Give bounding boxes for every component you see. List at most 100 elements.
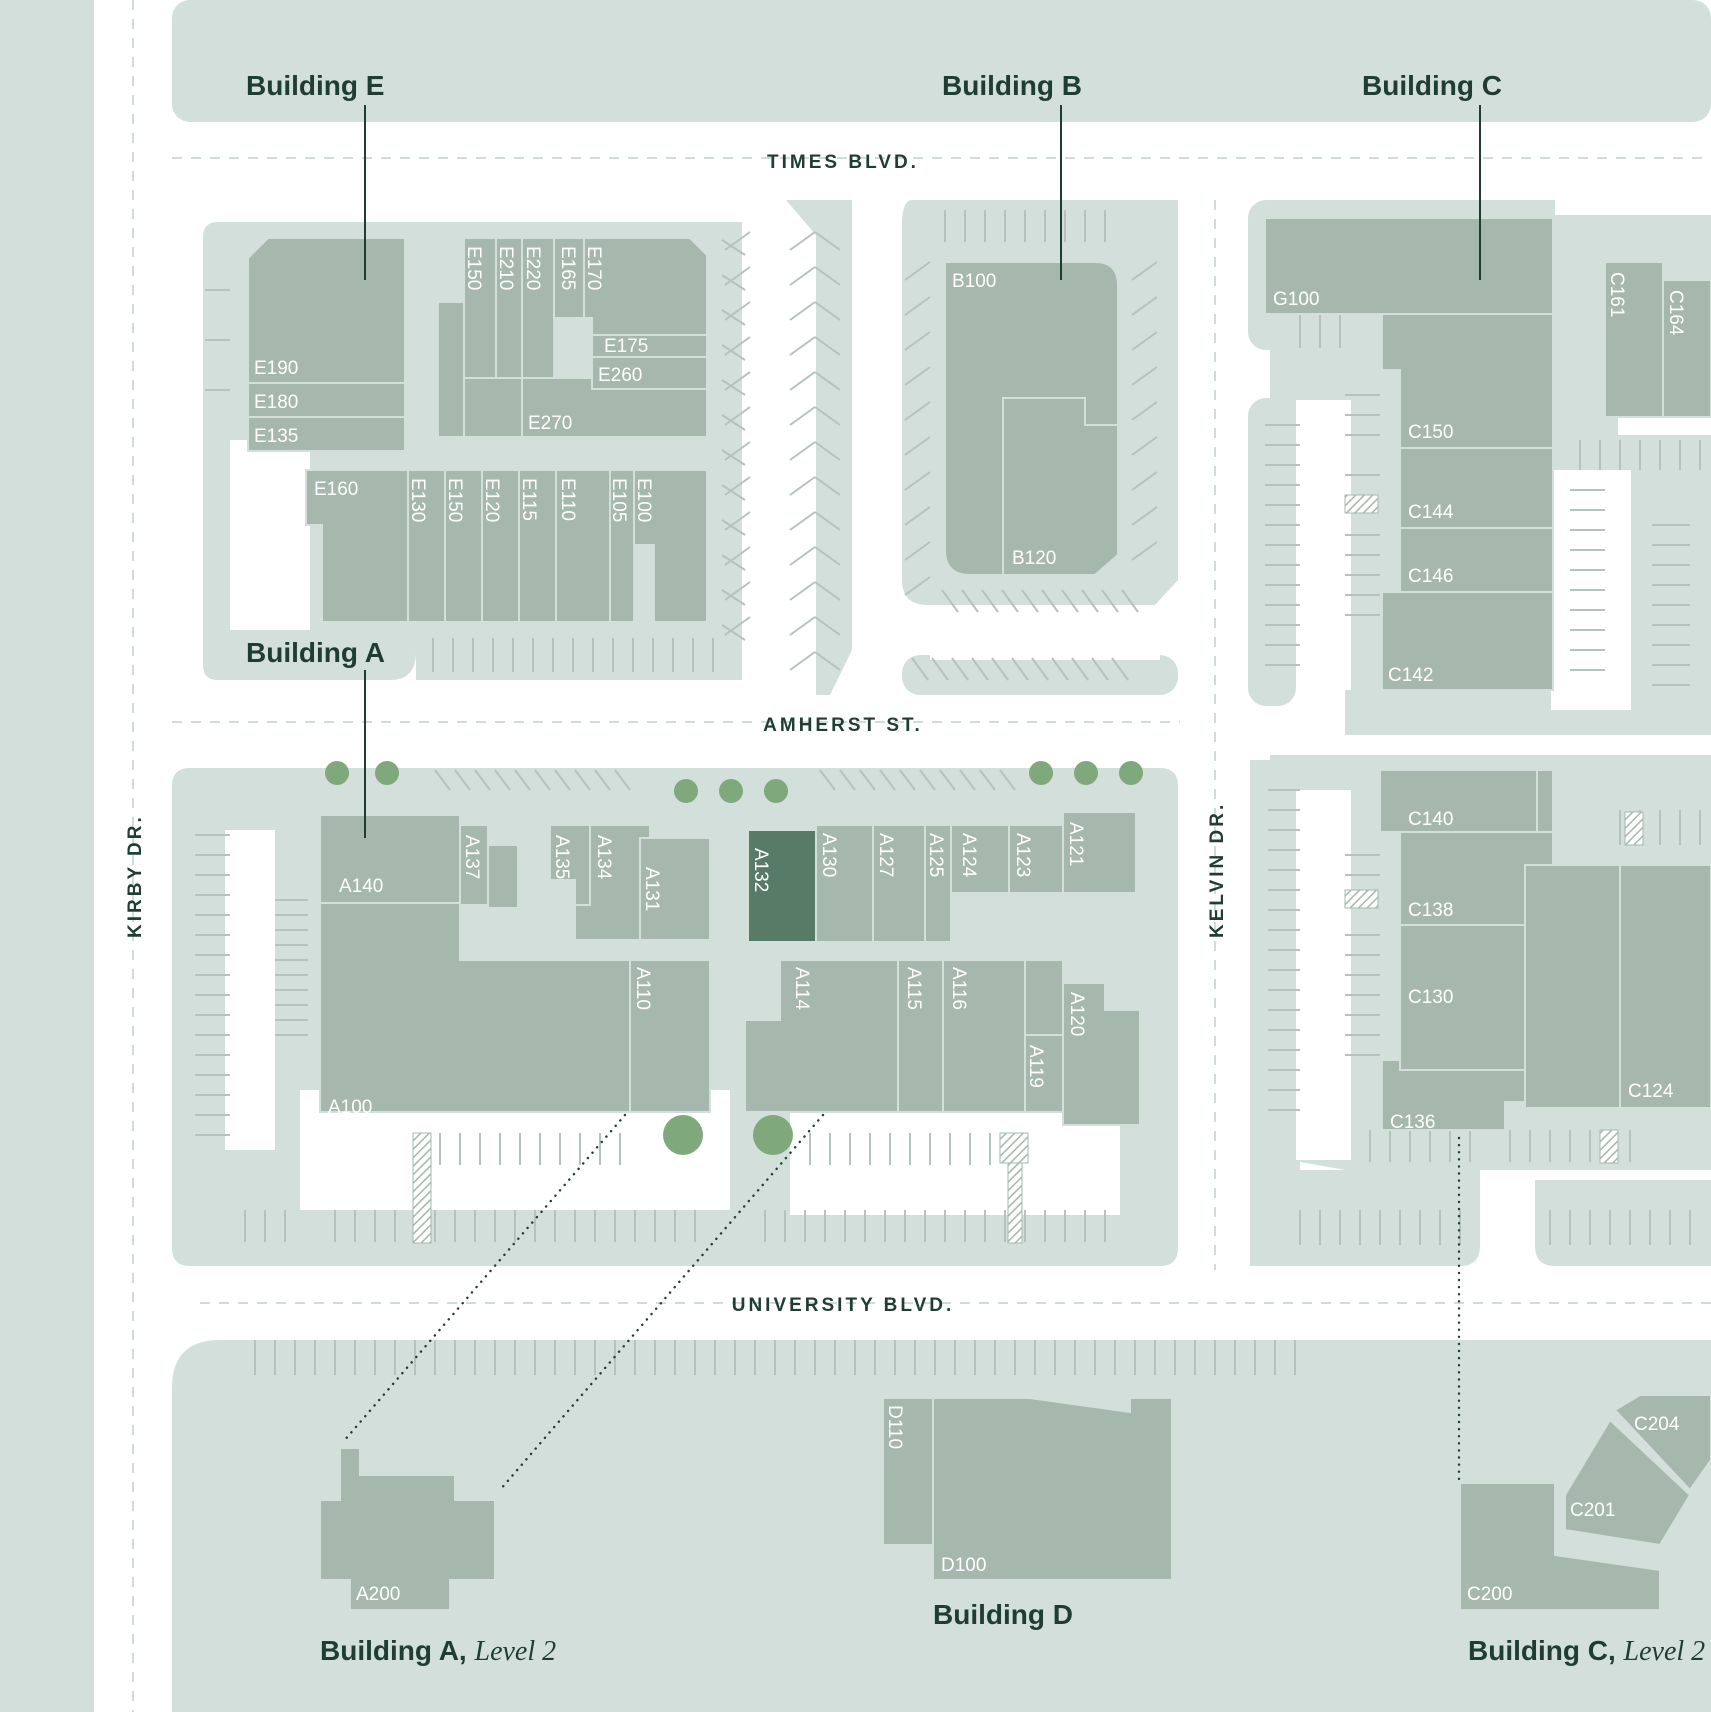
- unit-label: A120: [1066, 992, 1087, 1036]
- unit-label: C124: [1628, 1081, 1674, 1102]
- unit-E220[interactable]: [521, 237, 555, 379]
- unit-label: A135: [551, 835, 572, 879]
- unit-E165[interactable]: [553, 237, 585, 319]
- unit-G100[interactable]: [1264, 217, 1554, 315]
- tree-icon: [1074, 761, 1098, 785]
- unit-label: C204: [1634, 1414, 1680, 1435]
- road-centerlines: [132, 0, 1711, 1712]
- unit-label: E190: [254, 358, 298, 379]
- unit-label: E180: [254, 392, 298, 413]
- unit-A110[interactable]: [629, 959, 711, 1113]
- unit-C200[interactable]: [1459, 1482, 1661, 1611]
- unit-D100[interactable]: [932, 1397, 1173, 1581]
- unit-E100[interactable]: [633, 469, 708, 623]
- unit-label: A137: [461, 835, 482, 879]
- street-labels: TIMES BLVD. AMHERST ST. UNIVERSITY BLVD.…: [125, 152, 1228, 1316]
- unit-label: E135: [254, 426, 298, 447]
- tree-icon: [325, 761, 349, 785]
- unit-label: A114: [791, 967, 812, 1010]
- unit-label: C140: [1408, 809, 1453, 830]
- unit-A120[interactable]: [1062, 982, 1141, 1126]
- unit-E130[interactable]: [407, 469, 446, 623]
- building-c-lower: [1379, 769, 1711, 1131]
- unit-label: A200: [356, 1584, 400, 1605]
- unit-E105[interactable]: [609, 469, 635, 623]
- unit-E115[interactable]: [518, 469, 557, 623]
- unit-label: E165: [557, 246, 578, 290]
- unit-label: E115: [518, 478, 539, 521]
- unit-label: A115: [903, 967, 924, 1010]
- unit-label: E260: [598, 365, 642, 386]
- unit-label: A131: [641, 867, 662, 911]
- tree-icon: [764, 779, 788, 803]
- unit-C164[interactable]: [1662, 279, 1711, 418]
- unit-A200[interactable]: [319, 1447, 496, 1611]
- tree-icon: [1029, 761, 1053, 785]
- unit-C142[interactable]: [1381, 591, 1554, 691]
- unit-label: C150: [1408, 422, 1453, 443]
- building-c-level2-level: Level 2: [1623, 1636, 1706, 1667]
- unit-A125[interactable]: [924, 824, 952, 943]
- unit-C204[interactable]: [1613, 1394, 1711, 1492]
- unit-A115[interactable]: [897, 959, 944, 1113]
- unit-C201[interactable]: [1564, 1418, 1692, 1547]
- unit-label: A123: [1012, 833, 1033, 877]
- unit-label: C130: [1408, 987, 1453, 1008]
- unit-label: E110: [557, 478, 578, 521]
- building-c-label: Building C: [1362, 70, 1502, 101]
- unit-B120[interactable]: [1002, 397, 1119, 576]
- tree-icon: [1119, 761, 1143, 785]
- unit-label: E170: [583, 246, 604, 290]
- unit-label: E220: [522, 246, 543, 290]
- unit-E110[interactable]: [555, 469, 611, 623]
- north-lot: [172, 0, 1711, 122]
- unit-label: C144: [1408, 502, 1454, 523]
- unit-C146[interactable]: [1399, 527, 1554, 593]
- unit-C161[interactable]: [1604, 261, 1664, 418]
- unit-A119[interactable]: [1024, 1034, 1064, 1113]
- building-e-label: Building E: [246, 70, 384, 101]
- unit-A140[interactable]: [319, 814, 461, 904]
- trees: [325, 761, 1143, 1155]
- unit-label: E150: [444, 478, 465, 522]
- unit-E120[interactable]: [481, 469, 520, 623]
- unit-C124[interactable]: [1524, 864, 1621, 1109]
- unit-label: A130: [818, 833, 839, 877]
- unit-C140[interactable]: [1379, 769, 1538, 833]
- building-b: [944, 261, 1119, 576]
- unit-label: A134: [593, 835, 614, 880]
- leader-lines: [341, 105, 1481, 1492]
- unit-A124[interactable]: [950, 824, 1010, 894]
- unit-label: A132: [750, 848, 771, 892]
- unit-label: C161: [1606, 272, 1627, 317]
- unit-A121[interactable]: [1062, 811, 1137, 894]
- building-d-label: Building D: [933, 1599, 1073, 1630]
- unit-E150-lower[interactable]: [444, 469, 483, 623]
- unit-A134[interactable]: [574, 824, 651, 941]
- unit-label: A119: [1025, 1045, 1046, 1088]
- building-a-level2-level: Level 2: [474, 1636, 557, 1667]
- unit-label: C201: [1570, 1500, 1615, 1521]
- unit-E135[interactable]: [247, 416, 406, 452]
- unit-label: E175: [604, 336, 648, 357]
- unit-A131[interactable]: [639, 837, 711, 941]
- unit-label: G100: [1273, 289, 1319, 310]
- building-c: [1264, 217, 1711, 691]
- street-times-blvd: TIMES BLVD.: [767, 152, 919, 173]
- street-university-blvd: UNIVERSITY BLVD.: [732, 1295, 955, 1316]
- unit-label: C164: [1665, 290, 1686, 336]
- unit-label: A110: [632, 967, 653, 1010]
- building-b-label: Building B: [942, 70, 1082, 101]
- unit-A130[interactable]: [815, 824, 874, 943]
- building-c-level2-name: Building C,: [1468, 1635, 1616, 1666]
- unit-A116[interactable]: [942, 959, 1026, 1113]
- unit-C144[interactable]: [1399, 447, 1554, 529]
- unit-E180[interactable]: [247, 382, 406, 418]
- unit-D110[interactable]: [882, 1397, 934, 1546]
- unit-label: B100: [952, 271, 996, 292]
- unit-A123[interactable]: [1008, 824, 1064, 894]
- building-a-level2-label: Building A, Level 2: [320, 1635, 556, 1667]
- unit-label: D110: [884, 1405, 905, 1449]
- tree-icon: [674, 779, 698, 803]
